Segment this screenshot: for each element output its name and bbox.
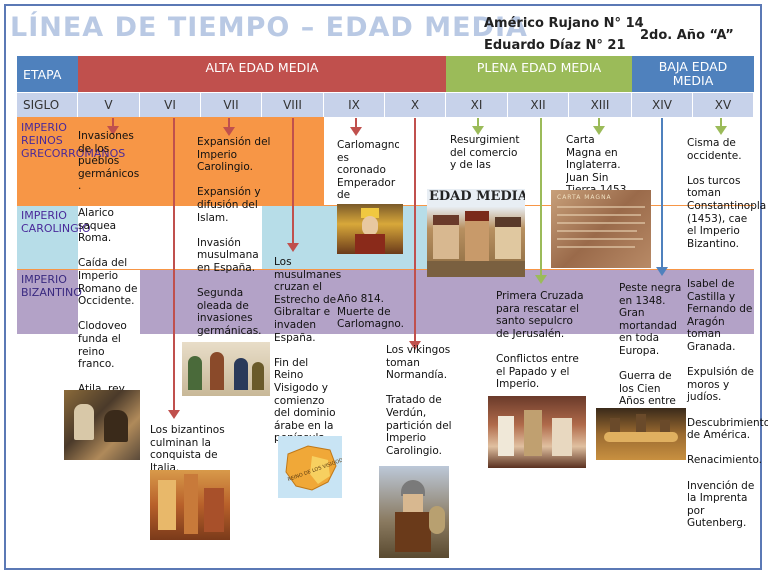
row-label-romano: IMPERIO REINOS GRECORROMANOS — [21, 121, 126, 160]
century-vii: VII — [201, 93, 262, 117]
byzantine-city-illustration — [150, 470, 230, 540]
event-invasiones: Invasiones de los pueblos germánicos . — [78, 130, 140, 193]
event-bizantinos-italia: Los bizantinos culminan la conquista de … — [150, 424, 225, 470]
visigoth-map: REINO DE LOS VISIGODOS — [278, 436, 342, 498]
event-caida-roma: Alarico saquea Roma. Caída del Imperio R… — [78, 207, 138, 397]
arrow-x — [409, 118, 421, 350]
row-label-carolingio: IMPERIO CAROLINGIO — [21, 209, 91, 235]
century-viii: VIII — [262, 93, 324, 117]
author-1: Américo Rujano N° 14 — [484, 16, 644, 31]
cruzada-illustration — [488, 396, 586, 468]
event-siglo-x: Los vikingos toman Normandía. Tratado de… — [386, 344, 452, 457]
carolingio-label-bg — [17, 205, 78, 269]
century-v: V — [78, 93, 140, 117]
century-vi: VI — [140, 93, 201, 117]
course-label: 2do. Año “A” — [640, 28, 734, 43]
century-xi: XI — [446, 93, 508, 117]
arrow-xv — [715, 118, 727, 135]
century-x: X — [385, 93, 446, 117]
arrow-vii — [223, 118, 235, 136]
event-siglo-xv-top: Cisma de occidente. Los turcos toman Con… — [687, 137, 767, 250]
baja-edad-media-header: BAJA EDAD MEDIA — [632, 56, 754, 92]
event-carlomagno-coronado: Carlomagno es coronado Emperador de — [337, 139, 399, 201]
event-siglo-xv-bottom: Isabel de Castilla y Fernando de Aragón … — [687, 278, 768, 530]
arrow-xi — [472, 118, 484, 135]
century-ix: IX — [324, 93, 385, 117]
romano-band — [17, 117, 324, 205]
century-xii: XII — [508, 93, 569, 117]
arrow-vi — [168, 118, 180, 419]
event-muerte-carlomagno: Año 814. Muerte de Carlomagno. — [337, 293, 404, 331]
iberia-map-shape — [285, 445, 337, 491]
carta-magna-caption: CARTA MAGNA — [557, 194, 612, 201]
arrow-xiv — [656, 118, 668, 276]
event-resurgimiento: Resurgimiento del comercio y de las — [450, 134, 520, 172]
edad-media-caption: EDAD MEDIA — [429, 189, 525, 204]
row-label-bizantino: IMPERIO BIZANTINO — [21, 273, 82, 299]
alta-edad-media-header: ALTA EDAD MEDIA — [78, 56, 446, 92]
arrow-xii — [535, 118, 547, 284]
author-2: Eduardo Díaz N° 21 — [484, 38, 626, 53]
romano-continuation — [78, 205, 262, 269]
carlomagno-portrait — [337, 204, 403, 254]
event-carta-magna: Carta Magna en Inglaterra. Juan Sin Tier… — [566, 134, 626, 190]
siglo-header: SIGLO — [17, 93, 78, 117]
plena-edad-media-header: PLENA EDAD MEDIA — [446, 56, 632, 92]
cien-anos-illustration — [596, 408, 686, 460]
viking-illustration — [379, 466, 449, 558]
page-title: LÍNEA DE TIEMPO – EDAD MEDIA — [10, 12, 528, 43]
arrow-v — [107, 118, 119, 135]
event-siglo-xii: Primera Cruzada para rescatar el santo s… — [496, 290, 584, 391]
arrow-viii — [287, 118, 299, 252]
century-xiv: XIV — [632, 93, 693, 117]
edad-media-town-image: EDAD MEDIA — [427, 189, 525, 277]
page-frame — [4, 4, 762, 570]
etapa-header: ETAPA — [17, 56, 78, 92]
carta-magna-image: CARTA MAGNA — [551, 190, 651, 268]
century-xiii: XIII — [569, 93, 632, 117]
islam-illustration — [182, 342, 270, 396]
event-siglo-vii: Expansión del Imperio Carolingio. Expans… — [197, 136, 271, 337]
event-siglo-xiv: Peste negra en 1348. Gran mortandad en t… — [619, 282, 682, 408]
bizantino-v-blank — [78, 269, 140, 334]
century-xv: XV — [693, 93, 754, 117]
event-siglo-viii: Los musulmanes cruzan el Estrecho de Gib… — [274, 256, 342, 444]
arrow-xiii — [593, 118, 605, 135]
atila-illustration — [64, 390, 140, 460]
arrow-ix — [350, 118, 362, 136]
